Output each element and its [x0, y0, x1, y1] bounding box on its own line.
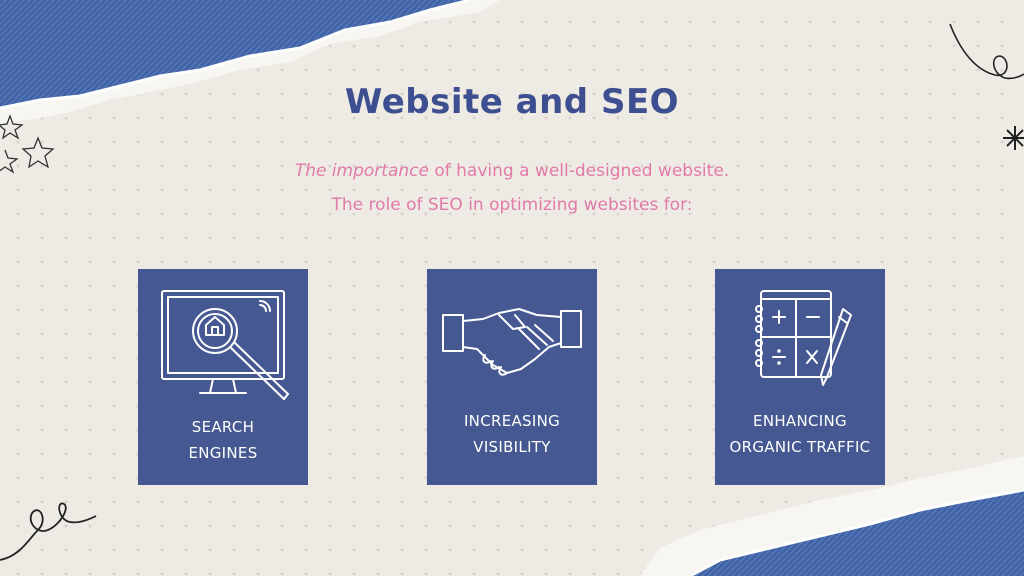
swirl-doodle-top-right — [949, 23, 1024, 80]
subtitle-line-1-text: of having a well-designed website. — [428, 161, 730, 181]
card-label-line-2: VISIBILITY — [473, 438, 551, 456]
card-label-line-2: ORGANIC TRAFFIC — [729, 438, 871, 456]
bottom-right-denim-corner — [640, 456, 1024, 576]
card-increasing-visibility: INCREASING VISIBILITY — [427, 269, 597, 485]
card-enhancing-organic-traffic-label: ENHANCING ORGANIC TRAFFIC — [715, 408, 885, 460]
slide-title: Website and SEO — [344, 82, 680, 122]
slide-subtitle: The importance of having a well-designed… — [0, 154, 1024, 222]
monitor-magnifier-icon — [161, 290, 289, 400]
card-increasing-visibility-label: INCREASING VISIBILITY — [427, 408, 597, 460]
subtitle-line-1: The importance of having a well-designed… — [0, 154, 1024, 188]
card-label-line-1: ENHANCING — [753, 412, 847, 430]
asterisk-doodle — [1003, 126, 1024, 150]
calculator-notebook-icon — [755, 290, 852, 386]
card-label-line-2: ENGINES — [188, 444, 258, 462]
card-search-engines: SEARCH ENGINES — [138, 269, 308, 485]
card-enhancing-organic-traffic: ENHANCING ORGANIC TRAFFIC — [715, 269, 885, 485]
subtitle-line-2: The role of SEO in optimizing websites f… — [331, 195, 693, 215]
swirl-doodle-bottom-left — [0, 502, 97, 561]
stars-doodle — [0, 114, 55, 174]
subtitle-emphasis: The importance — [294, 161, 429, 181]
handshake-icon — [442, 308, 582, 376]
top-left-denim-corner — [0, 0, 500, 124]
card-search-engines-label: SEARCH ENGINES — [138, 414, 308, 466]
card-label-line-1: SEARCH — [191, 418, 255, 436]
card-label-line-1: INCREASING — [463, 412, 561, 430]
